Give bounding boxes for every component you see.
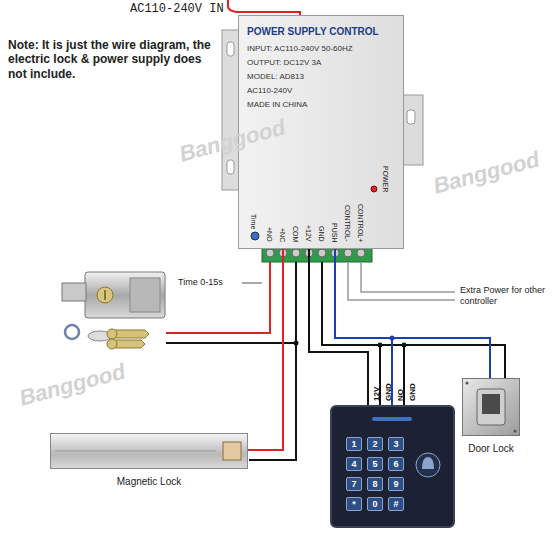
keypad-key: 7	[346, 477, 362, 491]
device-label: Magnetic Lock	[117, 476, 181, 487]
magnetic-lock: Magnetic Lock	[50, 433, 248, 469]
key-label: 8	[372, 479, 377, 489]
keypad-key: 8	[367, 477, 383, 491]
psu-spec: INPUT: AC110-240V 50-60HZ	[247, 44, 395, 53]
keypad-key: 5	[367, 457, 383, 471]
key-label: 5	[372, 459, 377, 469]
wire-connector	[248, 249, 283, 450]
pin-name: GND	[408, 383, 417, 401]
input-label: AC110-240V IN	[130, 2, 224, 16]
key-label: #	[393, 499, 398, 509]
keypad-key: #	[388, 497, 404, 511]
key-label: 1	[351, 439, 356, 449]
keypad-key: 1	[346, 437, 362, 451]
keypad-key: 3	[388, 437, 404, 451]
keypad-key: *	[346, 497, 362, 511]
terminal-name: CONTROL-	[343, 205, 352, 242]
terminal-name: +NC	[278, 228, 287, 242]
key-label: 9	[393, 479, 398, 489]
wire-connector	[309, 249, 368, 405]
terminal-name: PUSH	[330, 223, 339, 242]
pin-name: GND	[384, 383, 393, 401]
terminal-name: CONTROL+	[356, 204, 365, 242]
key-label: 7	[351, 479, 356, 489]
keypad-key: 0	[367, 497, 383, 511]
key-label: 6	[393, 459, 398, 469]
keypad-key: 4	[346, 457, 362, 471]
lock-terminal	[51, 434, 247, 468]
key-label: *	[352, 499, 356, 509]
psu-spec: AC110-240V	[247, 86, 395, 95]
note: Note: It is just the wire diagram, the e…	[8, 38, 220, 81]
electric-lock	[62, 272, 165, 349]
terminal-name: COM	[291, 226, 300, 242]
key-label: 4	[351, 459, 356, 469]
button-face	[463, 379, 519, 435]
psu-spec: MODEL: AD813	[247, 72, 395, 81]
led-label: POWER	[381, 166, 390, 192]
key-label: 3	[393, 439, 398, 449]
mains-wire	[228, 0, 300, 16]
keypad-key: 9	[388, 477, 404, 491]
watermark: Banggood	[16, 358, 128, 411]
watermark: Banggood	[430, 146, 542, 199]
psu-title: POWER SUPPLY CONTROL	[247, 26, 395, 37]
pin-name: 12V	[372, 387, 381, 401]
key-label: 0	[372, 499, 377, 509]
time-callout: Time 0-15s	[178, 277, 223, 287]
terminal-name: +NO	[265, 227, 274, 242]
exit-button: Door Lock	[462, 378, 520, 436]
wire-connector	[335, 249, 490, 378]
knob-label: Time	[249, 214, 258, 229]
device-label: Door Lock	[468, 443, 514, 454]
psu-spec: MADE IN CHINA	[247, 100, 395, 109]
extra-power-note: Extra Power for other controller	[460, 285, 554, 307]
keypad-key: 6	[388, 457, 404, 471]
keypad: 12VGNDNOGND123456789*0#	[330, 405, 455, 528]
terminal-name: +12V	[304, 225, 313, 242]
key-label: 2	[372, 439, 377, 449]
pin-name: NO	[396, 389, 405, 401]
psu-spec: OUTPUT: DC12V 3A	[247, 58, 395, 67]
keypad-key: 2	[367, 437, 383, 451]
terminal-name: GND	[317, 226, 326, 242]
